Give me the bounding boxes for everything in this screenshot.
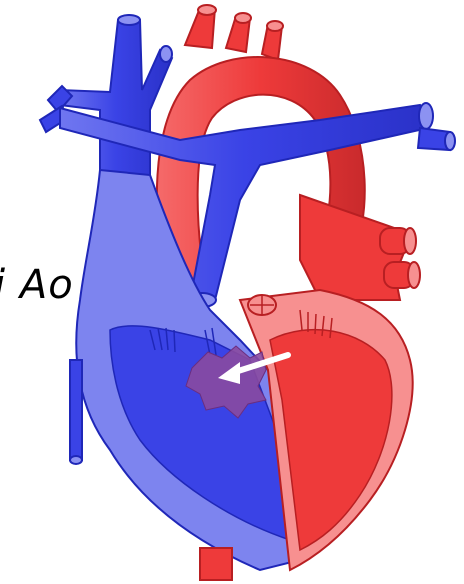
aorta-label: i Ao — [0, 262, 74, 308]
aortic-valve — [248, 295, 276, 315]
superior-vena-cava — [40, 15, 172, 180]
